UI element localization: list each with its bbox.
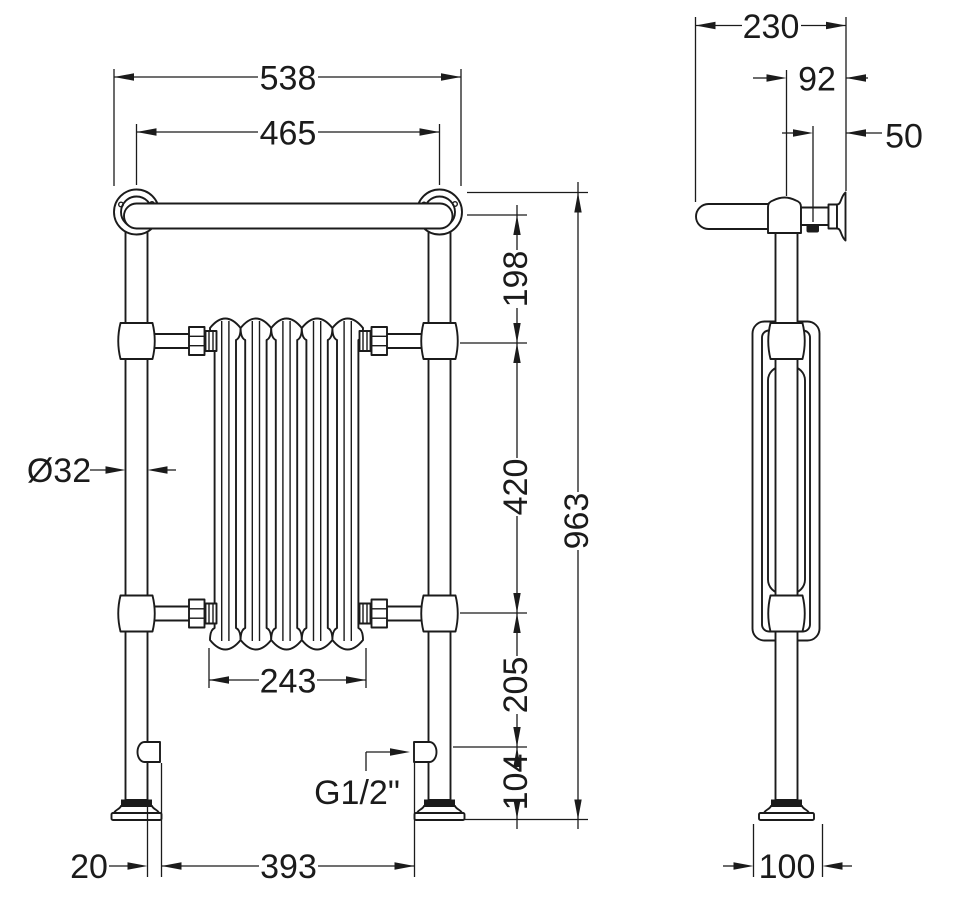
side-foot-base bbox=[758, 812, 815, 821]
side-view bbox=[695, 191, 847, 821]
column-flutes bbox=[220, 321, 352, 641]
front-inlet-tabs bbox=[136, 741, 438, 763]
bracket-flare bbox=[836, 191, 847, 242]
left-leg-pipe bbox=[124, 213, 149, 801]
left-foot-collar bbox=[121, 799, 152, 806]
side-foot-collar bbox=[771, 799, 802, 806]
left-flange-screw bbox=[117, 201, 124, 208]
dim-label-overall-depth: 230 bbox=[743, 8, 800, 46]
dim-label-inlet-centres: 393 bbox=[260, 848, 317, 886]
dim-label-inlet-to-floor: 104 bbox=[497, 754, 535, 811]
dim-label-union-to-inlet: 205 bbox=[497, 657, 535, 714]
right-foot-flare bbox=[416, 805, 463, 814]
dim-label-base-width: 100 bbox=[759, 848, 816, 886]
dim-overall-depth: 230 bbox=[694, 8, 847, 202]
front-union-nuts bbox=[188, 326, 388, 629]
dim-label-union-spacing: 420 bbox=[497, 459, 535, 516]
dim-label-overall-height: 963 bbox=[558, 493, 596, 550]
side-towel-bar bbox=[695, 203, 771, 230]
front-feet bbox=[110, 799, 466, 821]
side-wall-pipe bbox=[800, 206, 830, 226]
side-junction-block bbox=[767, 196, 802, 234]
dim-inlet-offset: 20 bbox=[70, 806, 149, 886]
front-view bbox=[110, 188, 466, 821]
dim-label-bracket-depth: 50 bbox=[885, 118, 923, 156]
left-inlet-tab bbox=[136, 741, 161, 763]
dim-base-width: 100 bbox=[723, 824, 852, 886]
dim-vertical-chain: 198 420 205 104 bbox=[453, 205, 535, 829]
dim-bracket-depth: 50 bbox=[782, 118, 923, 222]
dim-label-post-to-wall: 92 bbox=[798, 61, 836, 99]
right-foot-base bbox=[413, 812, 466, 821]
towel-rail-bar bbox=[123, 202, 454, 230]
dim-post-to-wall: 92 bbox=[753, 61, 868, 196]
dim-label-rail-to-union: 198 bbox=[497, 251, 535, 308]
front-pipe-sockets bbox=[117, 322, 459, 633]
left-foot-flare bbox=[113, 805, 160, 814]
dim-radiator-width: 243 bbox=[208, 648, 367, 701]
dim-rail-centres: 465 bbox=[135, 115, 441, 185]
side-wall-bracket bbox=[827, 191, 847, 242]
dim-label-pipe-diameter: Ø32 bbox=[27, 452, 91, 490]
right-flange-screw bbox=[452, 200, 459, 207]
dim-inlet-centres: 393 bbox=[160, 763, 416, 886]
front-union-collars bbox=[204, 330, 372, 625]
dim-label-inlet-thread: G1/2" bbox=[314, 774, 400, 812]
dim-inlet-thread: G1/2" bbox=[314, 748, 410, 812]
front-union-pipes bbox=[151, 333, 425, 622]
dim-overall-width: 538 bbox=[113, 60, 462, 186]
side-foot-flare bbox=[763, 805, 810, 814]
radiator-columns bbox=[209, 317, 364, 651]
right-leg-pipe bbox=[427, 213, 452, 801]
dim-overall-height: 963 bbox=[465, 182, 596, 829]
side-foot bbox=[758, 799, 815, 821]
dimensions: 538 465 198 420 bbox=[27, 8, 923, 886]
right-foot-collar bbox=[424, 799, 455, 806]
side-valve-nub bbox=[806, 224, 819, 233]
left-foot-base bbox=[110, 812, 163, 821]
side-pipe-sockets bbox=[767, 322, 806, 633]
bracket-stem bbox=[827, 203, 838, 230]
dim-pipe-diameter: Ø32 bbox=[27, 452, 176, 490]
dim-label-rail-centres: 465 bbox=[260, 115, 317, 153]
side-post-pipe bbox=[774, 232, 799, 801]
dim-label-overall-width: 538 bbox=[260, 60, 317, 98]
dim-label-inlet-offset: 20 bbox=[70, 848, 108, 886]
right-inlet-tab bbox=[413, 741, 438, 763]
dim-label-radiator-width: 243 bbox=[260, 663, 317, 701]
